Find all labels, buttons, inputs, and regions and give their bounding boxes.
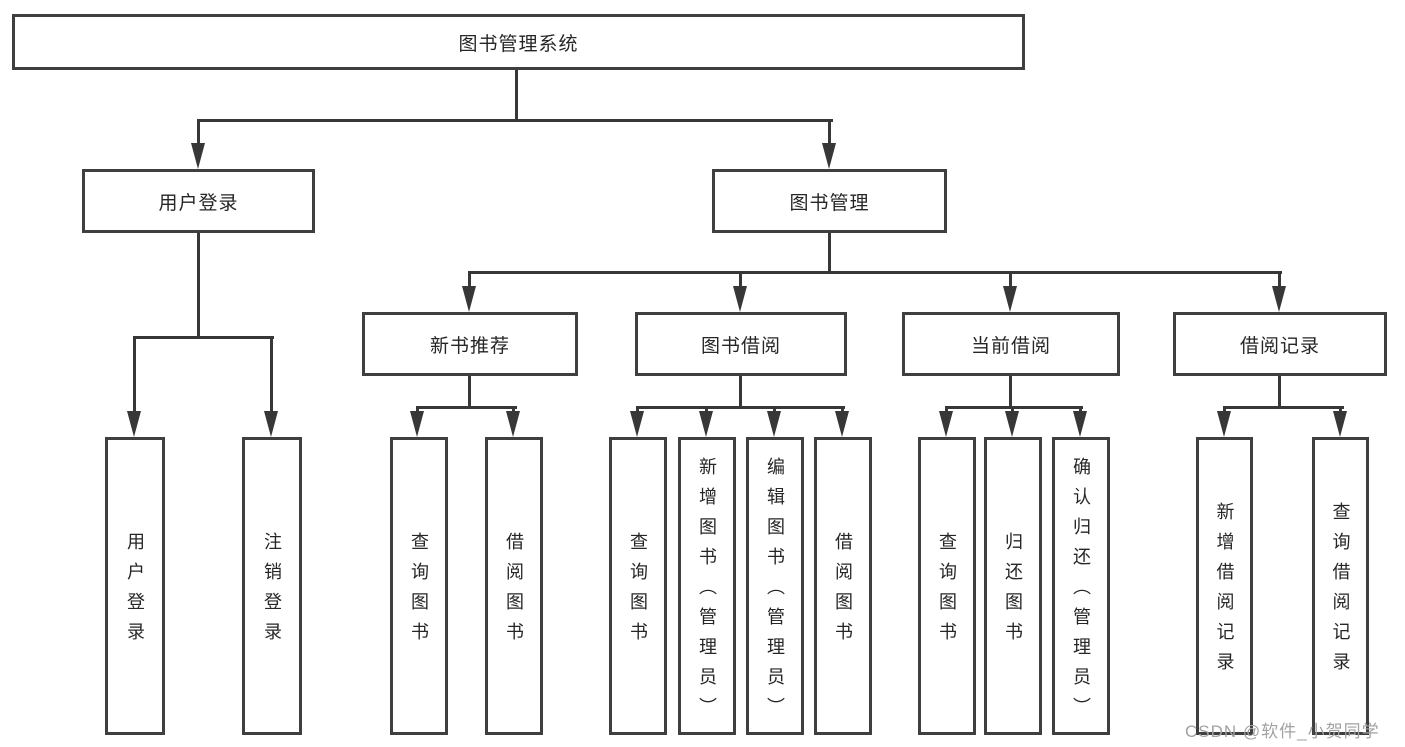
arrowhead-borrow-record (1272, 286, 1286, 312)
connector-book-management-branch (469, 271, 1282, 274)
connector-new-book-stem (468, 376, 471, 408)
leaf-query-borrow-record-label: 查询借阅记录 (1330, 502, 1351, 682)
node-user-login: 用户登录 (82, 169, 315, 233)
arrowhead-new-book (462, 286, 476, 312)
leaf-return-book-label: 归还图书 (1003, 532, 1023, 652)
connector-to-leaf-query-book-1 (416, 406, 419, 413)
connector-to-borrow-record (1278, 271, 1281, 288)
connector-to-leaf-logout (270, 336, 273, 411)
connector-borrow-record-branch (1224, 406, 1344, 409)
connector-to-leaf-query-book-3 (945, 406, 948, 413)
arrowhead-user-login (191, 143, 205, 169)
arrowhead-leaf-borrow-book-1 (506, 411, 520, 437)
leaf-add-book-admin-label: 新增图书（管理员） (697, 457, 717, 727)
leaf-query-book-current: 查询图书 (918, 437, 976, 735)
connector-book-management-stem (828, 233, 831, 274)
connector-root-branch (197, 119, 833, 122)
leaf-query-book-borrow: 查询图书 (609, 437, 667, 735)
arrowhead-leaf-add-record (1217, 411, 1231, 437)
connector-to-leaf-add-record (1223, 406, 1226, 413)
connector-to-leaf-borrow-book-1 (512, 406, 515, 413)
connector-book-borrow-branch (637, 406, 845, 409)
arrowhead-leaf-logout (264, 411, 278, 437)
arrowhead-leaf-add-book (699, 411, 713, 437)
connector-to-book-management (828, 119, 831, 145)
connector-to-leaf-login (133, 336, 136, 411)
node-current-borrow: 当前借阅 (902, 312, 1120, 376)
node-root: 图书管理系统 (12, 14, 1025, 70)
connector-to-book-borrow (739, 271, 742, 288)
arrowhead-leaf-borrow-book-2 (835, 411, 849, 437)
leaf-query-book-recommend-label: 查询图书 (409, 532, 429, 652)
leaf-borrow-book-recommend: 借阅图书 (485, 437, 543, 735)
connector-new-book-branch (417, 406, 517, 409)
node-book-borrow-label: 图书借阅 (700, 335, 781, 357)
leaf-add-borrow-record: 新增借阅记录 (1196, 437, 1253, 735)
arrowhead-leaf-query-book-1 (410, 411, 424, 437)
connector-user-login-branch (133, 336, 274, 339)
leaf-query-borrow-record: 查询借阅记录 (1312, 437, 1369, 735)
connector-to-current-borrow (1009, 271, 1012, 288)
leaf-add-borrow-record-label: 新增借阅记录 (1214, 502, 1235, 682)
arrowhead-current-borrow (1003, 286, 1017, 312)
node-borrow-record-label: 借阅记录 (1239, 335, 1320, 357)
node-current-borrow-label: 当前借阅 (970, 335, 1051, 357)
leaf-borrow-book-label: 借阅图书 (833, 532, 853, 652)
leaf-borrow-book: 借阅图书 (814, 437, 872, 735)
arrowhead-leaf-login (127, 411, 141, 437)
node-root-label: 图书管理系统 (458, 33, 579, 55)
connector-to-leaf-query-book-2 (636, 406, 639, 413)
arrowhead-book-management (822, 143, 836, 169)
connector-borrow-record-stem (1278, 376, 1281, 408)
leaf-edit-book-admin: 编辑图书（管理员） (746, 437, 804, 735)
arrowhead-leaf-query-record (1333, 411, 1347, 437)
watermark: CSDN @软件_小贺同学 (1185, 722, 1380, 741)
leaf-borrow-book-recommend-label: 借阅图书 (504, 532, 524, 652)
leaf-edit-book-admin-label: 编辑图书（管理员） (765, 457, 785, 727)
connector-to-leaf-query-record (1339, 406, 1342, 413)
node-book-management-label: 图书管理 (789, 192, 870, 214)
connector-to-leaf-edit-book (773, 406, 776, 413)
node-user-login-label: 用户登录 (158, 192, 239, 214)
connector-book-borrow-stem (739, 376, 742, 408)
connector-to-leaf-confirm-return (1079, 406, 1082, 413)
node-book-management: 图书管理 (712, 169, 947, 233)
leaf-add-book-admin: 新增图书（管理员） (678, 437, 736, 735)
connector-user-login-stem (197, 233, 200, 339)
leaf-query-book-current-label: 查询图书 (937, 532, 957, 652)
node-new-book-recommend-label: 新书推荐 (429, 335, 510, 357)
arrowhead-leaf-return-book (1005, 411, 1019, 437)
node-book-borrow: 图书借阅 (635, 312, 847, 376)
leaf-user-login-label: 用户登录 (125, 532, 145, 652)
arrowhead-leaf-edit-book (767, 411, 781, 437)
connector-to-new-book (468, 271, 471, 288)
connector-current-borrow-branch (946, 406, 1083, 409)
leaf-logout-label: 注销登录 (262, 532, 282, 652)
arrowhead-leaf-confirm-return (1073, 411, 1087, 437)
arrowhead-book-borrow (733, 286, 747, 312)
leaf-query-book-recommend: 查询图书 (390, 437, 448, 735)
arrowhead-leaf-query-book-3 (939, 411, 953, 437)
leaf-return-book: 归还图书 (984, 437, 1042, 735)
connector-root-stem (515, 70, 518, 120)
leaf-confirm-return-admin-label: 确认归还（管理员） (1071, 457, 1091, 727)
connector-current-borrow-stem (1009, 376, 1012, 408)
connector-to-leaf-borrow-book-2 (841, 406, 844, 413)
node-borrow-record: 借阅记录 (1173, 312, 1387, 376)
leaf-user-login: 用户登录 (105, 437, 165, 735)
leaf-confirm-return-admin: 确认归还（管理员） (1052, 437, 1110, 735)
arrowhead-leaf-query-book-2 (630, 411, 644, 437)
connector-to-leaf-return-book (1011, 406, 1014, 413)
leaf-logout: 注销登录 (242, 437, 302, 735)
connector-to-user-login (197, 119, 200, 145)
connector-to-leaf-add-book (705, 406, 708, 413)
node-new-book-recommend: 新书推荐 (362, 312, 578, 376)
leaf-query-book-borrow-label: 查询图书 (628, 532, 648, 652)
